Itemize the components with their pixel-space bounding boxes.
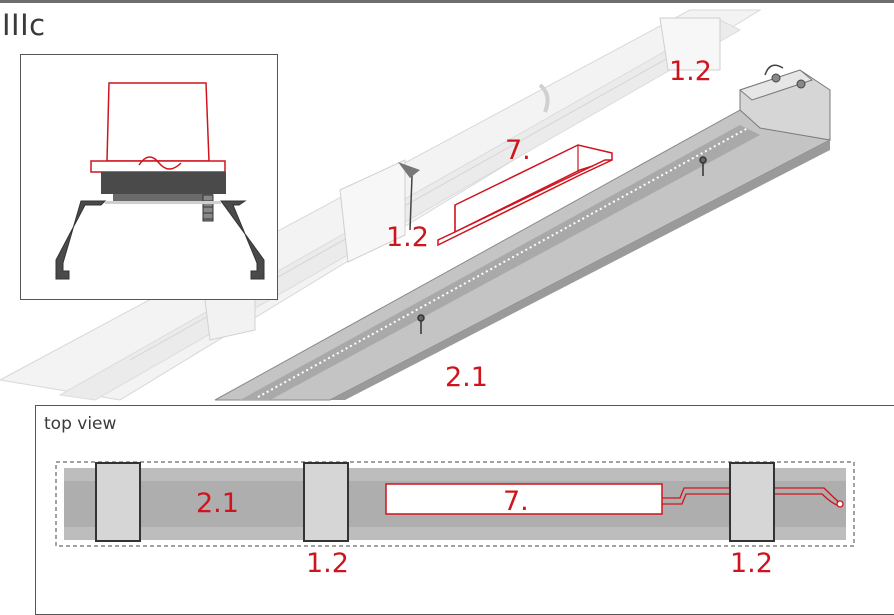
luminaire-channel [240,125,760,400]
inset-driver-wire [138,156,182,170]
tv-bracket-right [729,462,775,542]
top-rule [0,0,894,3]
cap-screw-1 [771,73,781,83]
tv-bracket-mid [303,462,349,542]
tv-label-bracket-left: 1.2 [306,548,349,579]
rail-bracket-top [659,17,721,71]
tv-driver-wire-a [662,487,736,499]
inset-bracket-plate [113,194,213,202]
tv-wire-end-loop [836,500,844,508]
tv-label-bracket-right: 1.2 [730,548,773,579]
driver-base [437,159,613,247]
hanger-clip [398,162,420,178]
tv-bracket-left [95,462,141,542]
label-bracket-mid: 1.2 [386,222,429,253]
inset-bracket [101,172,226,194]
inset-profile-left [55,200,107,280]
rail-bracket-mid [339,159,406,263]
inset-profile-right [220,200,265,280]
inset-led [105,201,221,204]
tv-label-profile: 2.1 [196,488,239,519]
led-strip [257,127,749,398]
label-bracket-top: 1.2 [669,56,712,87]
label-profile: 2.1 [445,362,488,393]
step-label: IIIc [2,8,46,42]
tv-outline [55,461,855,547]
profile-screws [417,156,707,334]
tv-driver-wire-b [662,493,736,505]
inset-driver-top [106,82,210,162]
rail-clip [538,83,550,113]
cross-section-drawing [55,82,265,280]
luminaire-lower-edge [330,140,830,400]
top-view-panel: top view 2.1 7. 1.2 1.2 [35,405,894,615]
top-view-drawing [55,461,855,547]
label-driver: 7. [505,135,531,166]
tv-label-driver: 7. [503,486,529,517]
top-view-title: top view [44,414,117,434]
cap-screw-2 [796,79,806,89]
inset-screw [202,194,214,222]
cap-wire [764,64,784,76]
cross-section-inset [20,54,278,300]
tv-driver [385,483,663,515]
